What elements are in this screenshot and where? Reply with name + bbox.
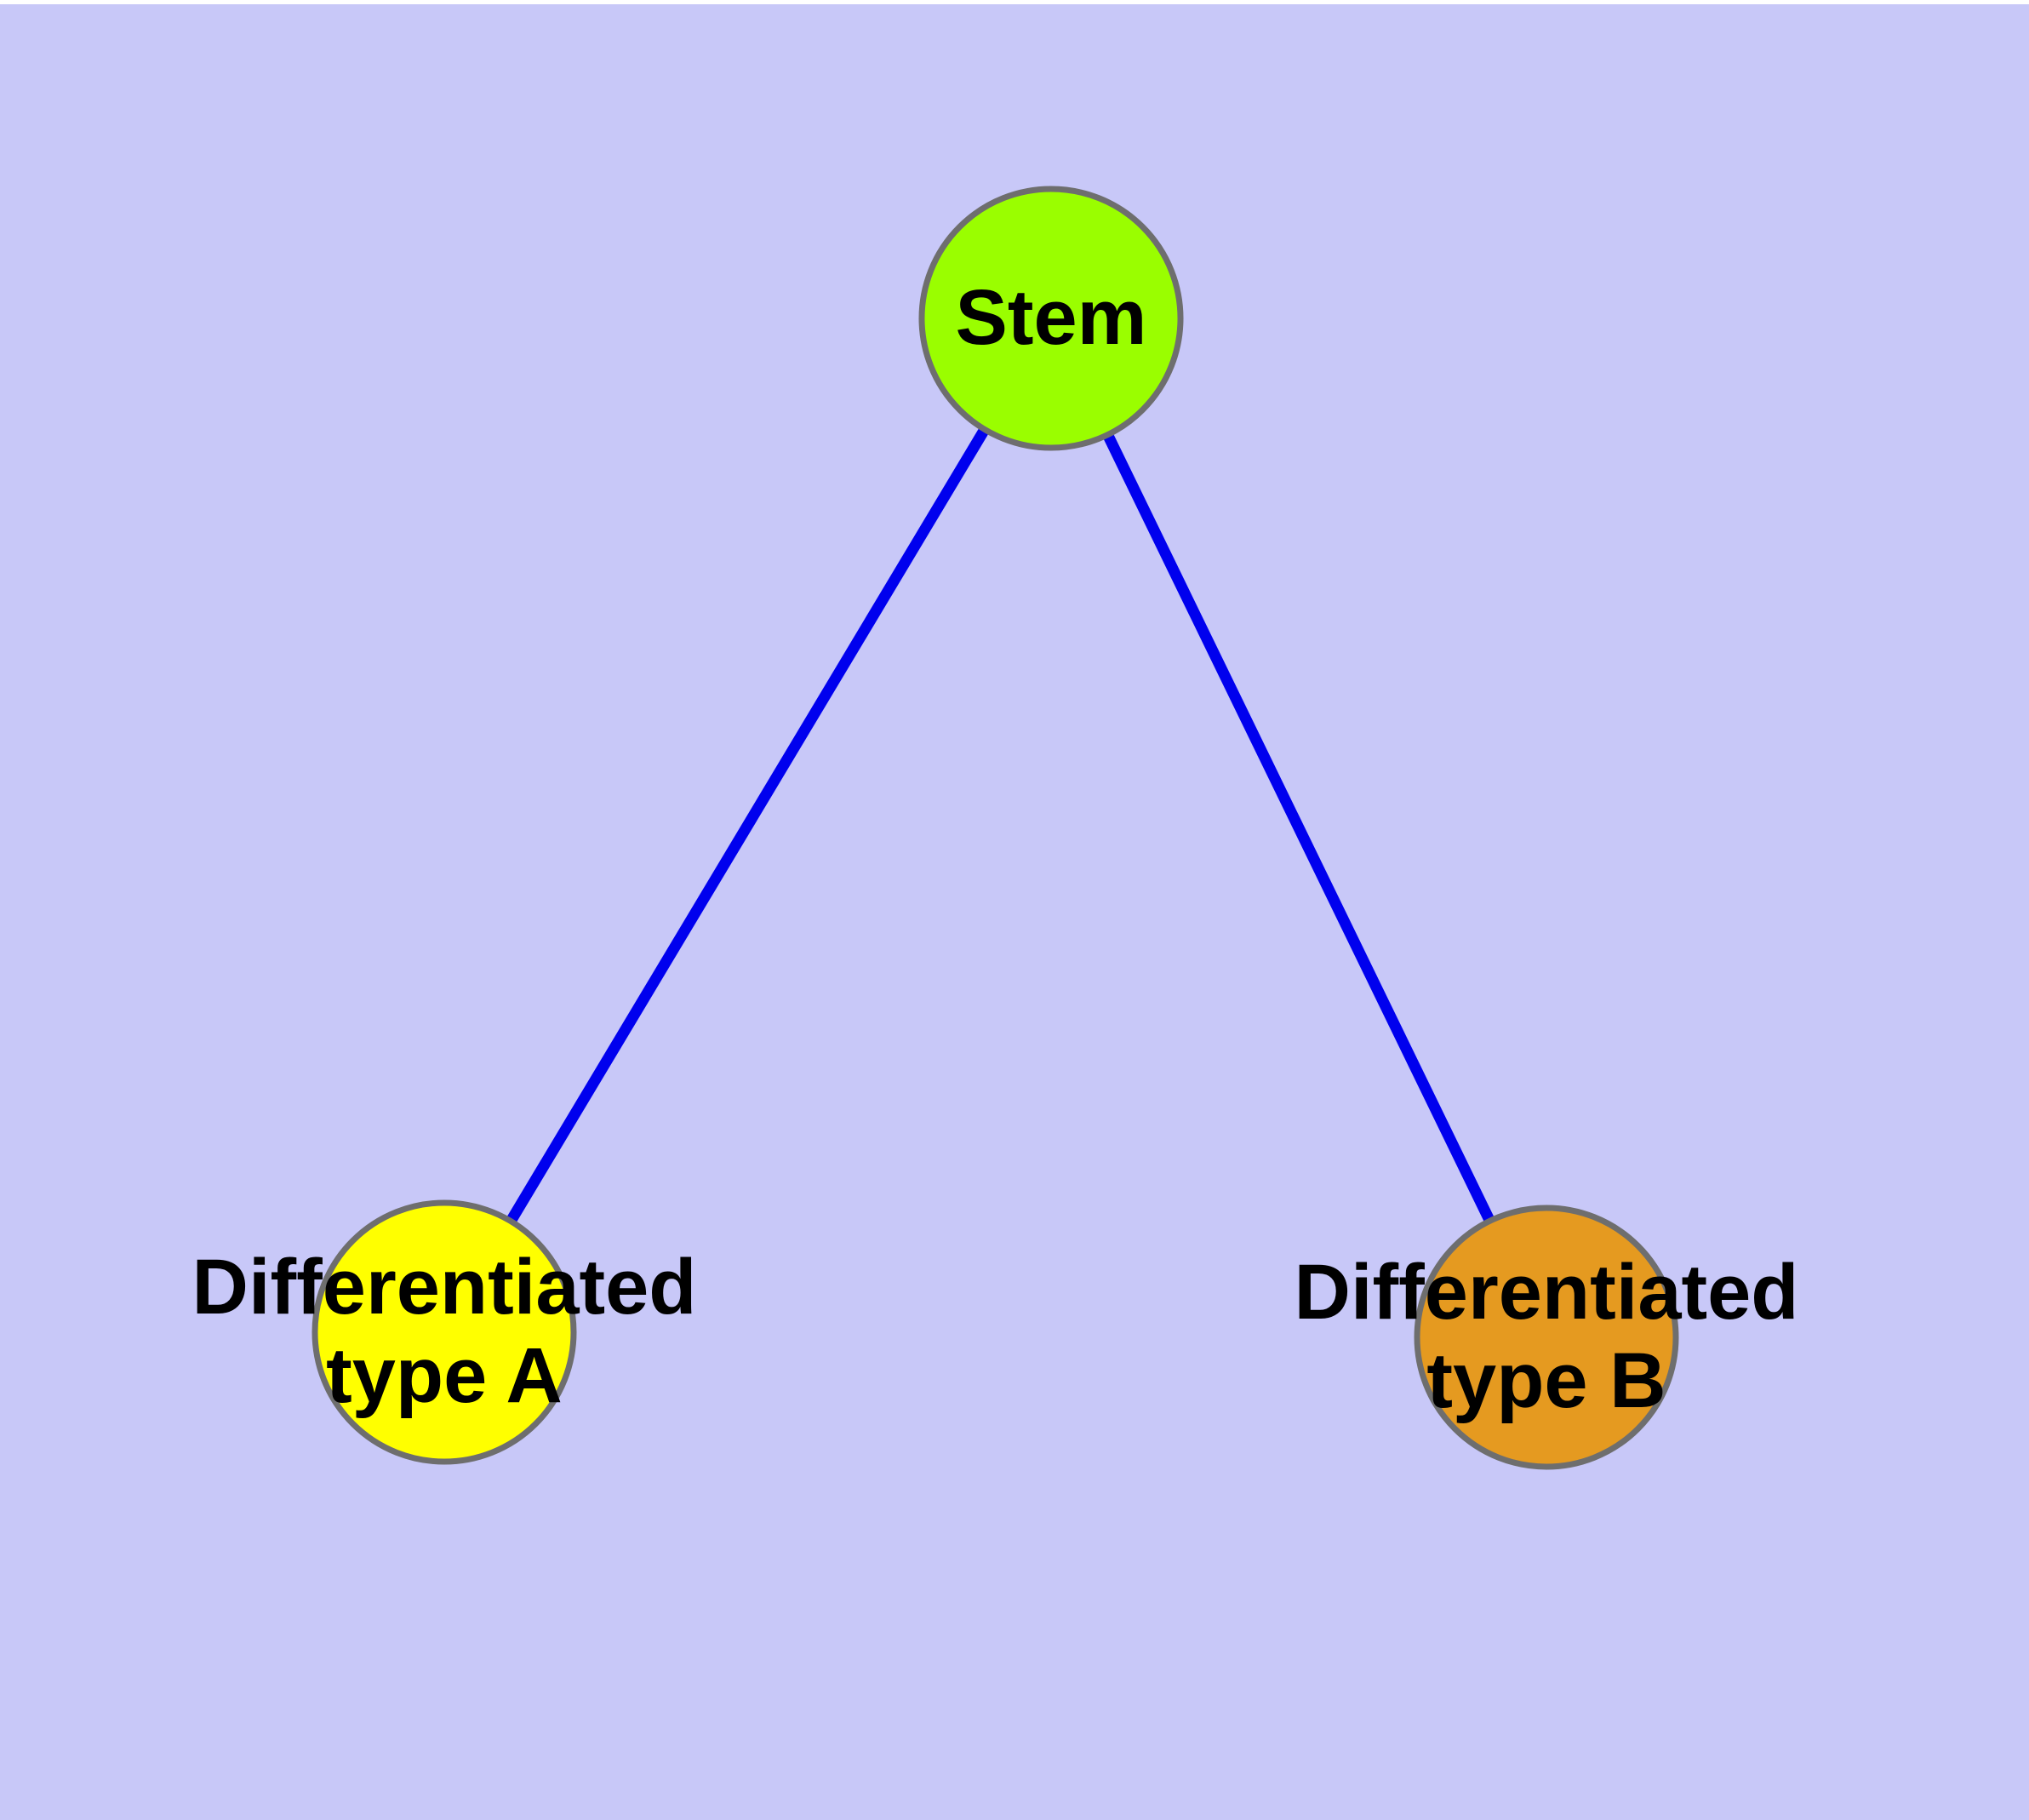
node-circle-differentiated-type-a: [311, 1199, 577, 1465]
node-circle-stem: [918, 186, 1184, 451]
node-circle-differentiated-type-b: [1414, 1205, 1679, 1470]
edge-stem-to-differentiated-type-b: [1046, 316, 1552, 1340]
edge-stem-to-differentiated-type-a: [439, 315, 1056, 1336]
